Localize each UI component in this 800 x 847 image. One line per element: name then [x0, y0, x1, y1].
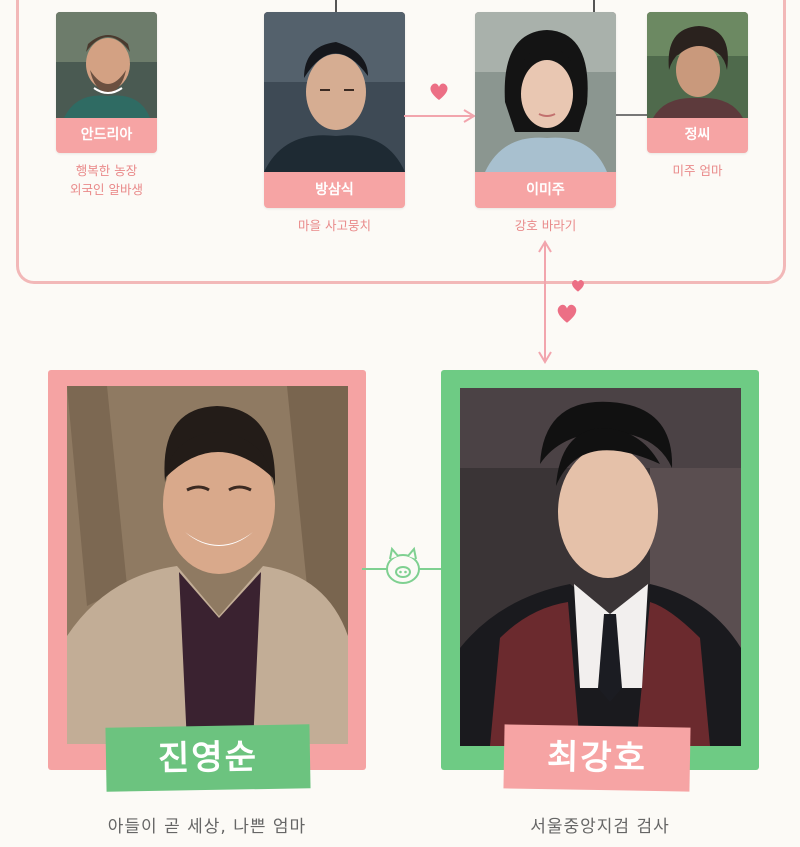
cast-desc-andria-line1: 행복한 농장 — [75, 163, 138, 178]
cast-desc-andria: 행복한 농장 외국인 알바생 — [40, 161, 173, 199]
relationship-frame — [16, 0, 786, 284]
cast-card-jeongssi[interactable]: 정씨 — [647, 12, 748, 153]
cast-card-bangsamsik[interactable]: 방삼식 — [264, 12, 405, 208]
heart-icon — [430, 83, 448, 100]
cast-desc-bangsamsik: 마을 사고뭉치 — [298, 218, 371, 233]
cast-desc-jeongssi: 미주 엄마 — [672, 163, 723, 178]
connector-line-top-left — [335, 0, 337, 12]
cast-name-jeongssi: 정씨 — [684, 127, 711, 143]
pig-icon — [362, 546, 444, 584]
one-way-arrow — [404, 109, 476, 123]
cast-desc-leemiju: 강호 바라기 — [514, 218, 577, 233]
double-arrow-icon — [538, 240, 552, 364]
cast-photo-leemiju — [475, 12, 616, 172]
cast-name-bangsamsik: 방삼식 — [315, 182, 354, 198]
cast-name-leemiju: 이미주 — [526, 182, 565, 198]
cast-photo-andria — [56, 12, 157, 118]
main-cast-photo-choikangho[interactable] — [460, 388, 741, 746]
cast-desc-andria-line2: 외국인 알바생 — [70, 182, 143, 197]
cast-photo-jeongssi — [647, 12, 748, 118]
cast-name-andria: 안드리아 — [80, 127, 133, 143]
connector-line-top-right — [593, 0, 595, 12]
connector-line-mother — [615, 114, 647, 116]
main-cast-name-jinyoungsoon: 진영순 — [105, 724, 311, 792]
cast-card-leemiju[interactable]: 이미주 — [475, 12, 616, 208]
main-cast-desc-choikangho: 서울중앙지검 검사 — [530, 817, 670, 837]
main-cast-desc-jinyoungsoon: 아들이 곧 세상, 나쁜 엄마 — [107, 817, 307, 837]
cast-card-andria[interactable]: 안드리아 — [56, 12, 157, 153]
main-cast-photo-jinyoungsoon[interactable] — [67, 386, 348, 744]
heart-icon — [557, 304, 577, 323]
main-cast-name-choikangho: 최강호 — [503, 724, 691, 792]
cast-photo-bangsamsik — [264, 12, 405, 172]
heart-icon — [572, 280, 584, 292]
